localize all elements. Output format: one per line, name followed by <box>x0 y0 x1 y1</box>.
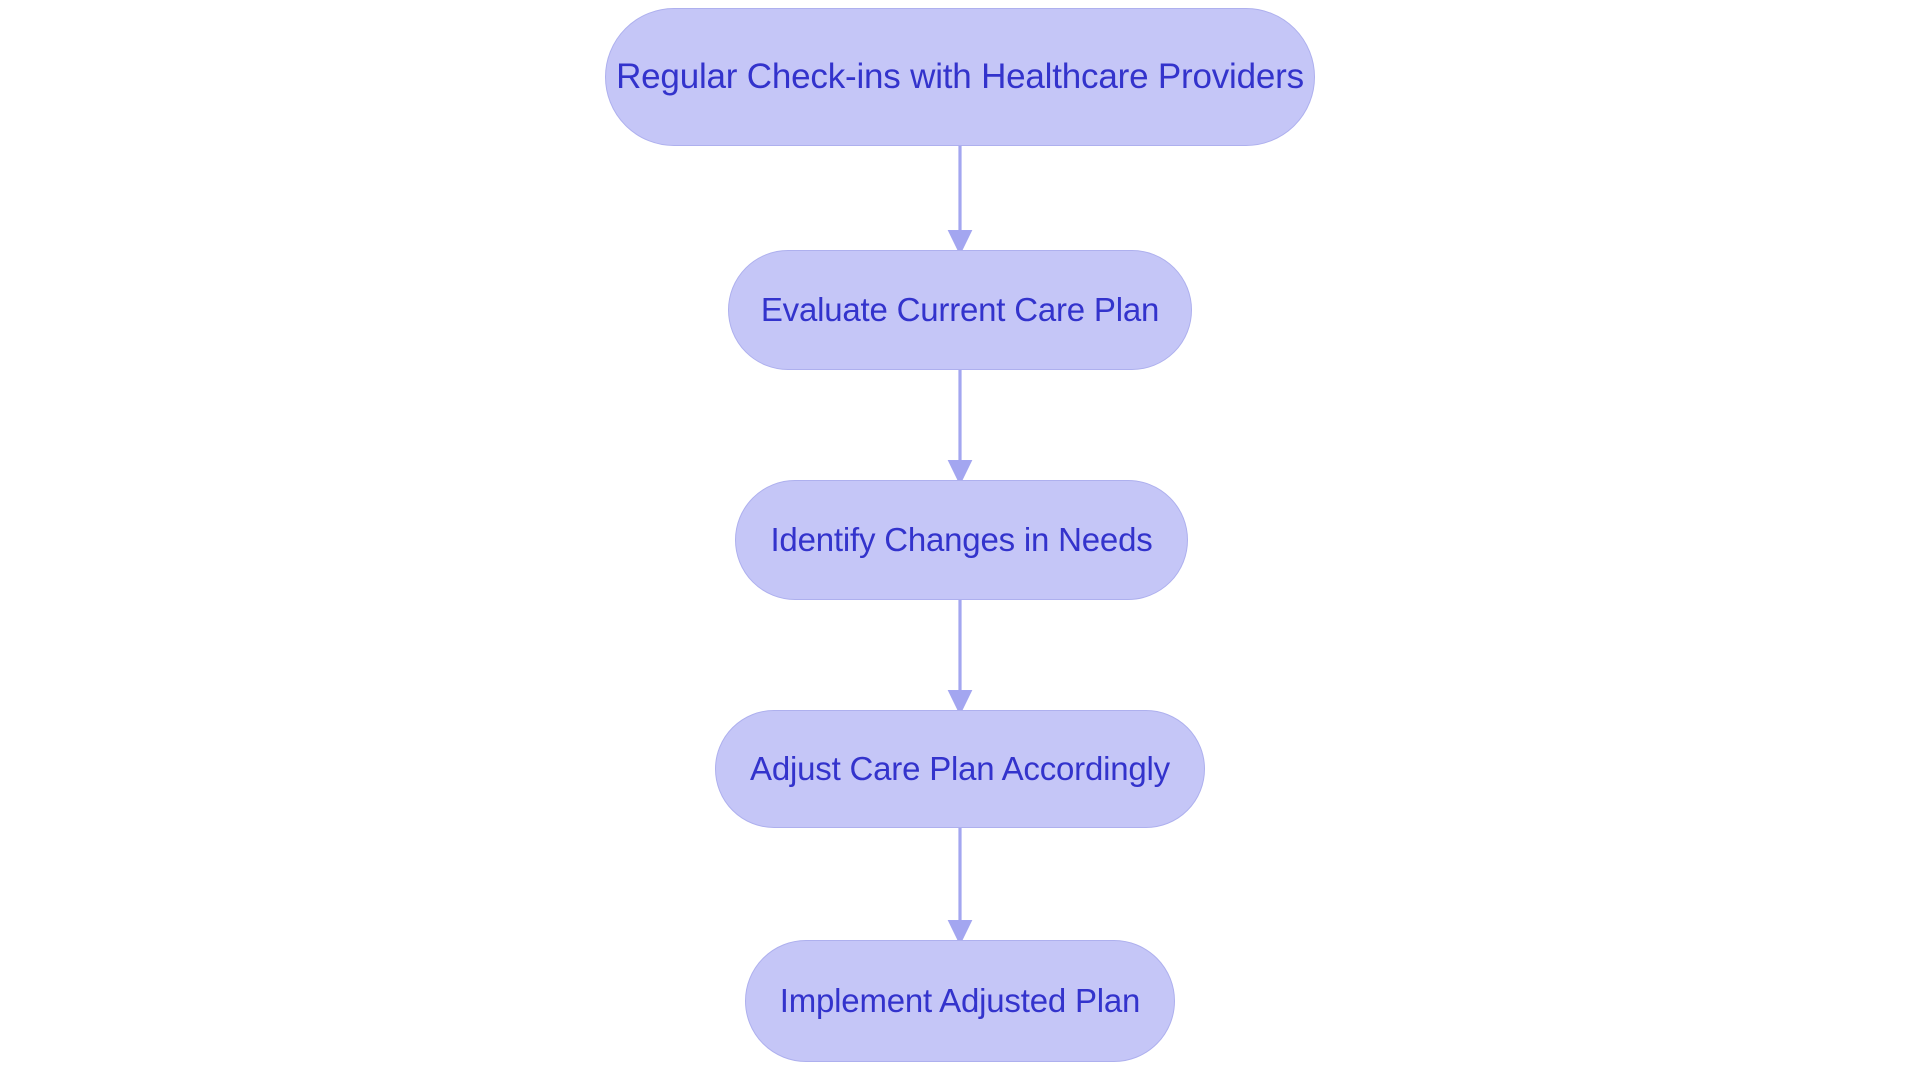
flow-node-implement-adjusted-plan[interactable]: Implement Adjusted Plan <box>745 940 1175 1062</box>
flow-node-regular-check-ins[interactable]: Regular Check-ins with Healthcare Provid… <box>605 8 1315 146</box>
flow-node-label: Implement Adjusted Plan <box>779 981 1141 1019</box>
flow-node-label: Regular Check-ins with Healthcare Provid… <box>616 56 1304 96</box>
flow-node-label: Identify Changes in Needs <box>770 520 1153 558</box>
flow-node-label: Adjust Care Plan Accordingly <box>750 749 1170 787</box>
flow-node-identify-changes-in-needs[interactable]: Identify Changes in Needs <box>735 480 1188 600</box>
flow-node-label: Evaluate Current Care Plan <box>760 290 1160 328</box>
flow-node-evaluate-current-care-plan[interactable]: Evaluate Current Care Plan <box>728 250 1192 370</box>
flow-node-adjust-care-plan-accordingly[interactable]: Adjust Care Plan Accordingly <box>715 710 1205 828</box>
